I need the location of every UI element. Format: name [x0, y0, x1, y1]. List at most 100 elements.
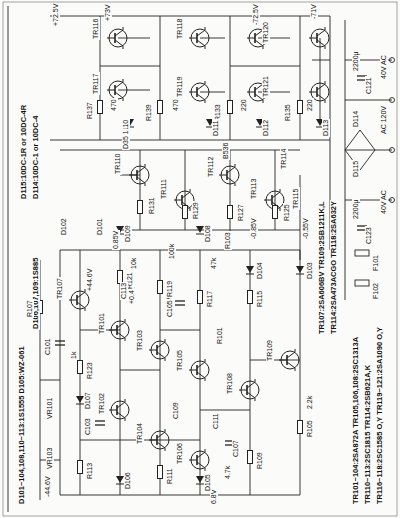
- part-label: D101: [96, 217, 104, 236]
- part-label: D113: [322, 119, 330, 137]
- part-label: TR101: [98, 312, 106, 335]
- part-label: +73V: [104, 3, 112, 22]
- part-label: R123: [86, 361, 94, 380]
- part-label: 40V AC: [380, 189, 388, 215]
- part-label: D105: [204, 473, 212, 492]
- parts-note: D114:10DC-1 or 10DC-4: [32, 115, 40, 200]
- part-label: 0.85V: [112, 230, 120, 250]
- part-label: TR108: [226, 372, 234, 395]
- part-label: D115: [352, 160, 360, 178]
- part-label: 10k: [130, 257, 138, 270]
- part-label: TR115: [292, 188, 300, 211]
- parts-note: TR110~113:2SC1815 TR114:2SB621A,K: [364, 364, 372, 505]
- part-label: -71V: [310, 3, 318, 20]
- part-label: C103: [84, 417, 92, 436]
- part-label: TR109: [266, 339, 274, 362]
- part-label: R103: [224, 231, 232, 250]
- part-label: D102: [60, 217, 68, 236]
- part-label: C109: [172, 401, 180, 420]
- part-label: TR121: [262, 75, 270, 98]
- part-label: R135: [284, 103, 292, 122]
- parts-note: D115:10DC-1R or 10DC-4R: [20, 104, 28, 200]
- part-label: R107: [26, 299, 34, 318]
- part-label: TR106: [176, 442, 184, 465]
- part-label: F102: [372, 282, 380, 300]
- part-label: R117: [206, 290, 214, 308]
- part-label: D108: [204, 224, 212, 243]
- part-label: D103: [306, 261, 314, 280]
- part-label: TR118: [176, 18, 184, 41]
- part-label: 220: [240, 98, 248, 112]
- part-label: TR107: [56, 277, 64, 300]
- part-label: TR114: [280, 148, 288, 171]
- parts-note: TR107:2SA606BV TR109:2SB1211K,L: [318, 200, 326, 335]
- part-label: R105: [306, 419, 314, 438]
- part-label: R131: [148, 196, 156, 215]
- part-label: AC 120V: [380, 105, 388, 135]
- part-label: R109: [256, 451, 264, 470]
- part-label: TR117: [92, 73, 100, 96]
- part-label: 2200μ: [352, 50, 360, 72]
- part-label: C121: [365, 76, 373, 95]
- part-label: VR101: [46, 397, 54, 420]
- part-label: TR103: [136, 329, 144, 352]
- part-label: TR120: [262, 21, 270, 44]
- part-label: +44.6V: [86, 268, 94, 292]
- part-label: -44.6V: [44, 475, 52, 498]
- part-label: 1k: [70, 351, 78, 360]
- part-label: C111: [212, 412, 220, 430]
- part-label: -72.5V: [252, 3, 260, 26]
- part-label: R115: [256, 290, 264, 308]
- parts-note: D101~104,108,110~113:1S1555 D105:WZ-061: [18, 345, 26, 505]
- part-label: D112: [262, 119, 270, 137]
- part-label: TR105: [176, 349, 184, 372]
- part-label: TR110: [114, 153, 122, 176]
- part-label: D114: [352, 110, 360, 128]
- parts-note: D106,107,109:1S885: [32, 257, 40, 330]
- part-label: D35 1: [122, 129, 130, 150]
- part-label: 470: [172, 98, 180, 112]
- part-label: VR103: [46, 447, 54, 470]
- part-label: R119: [166, 280, 174, 298]
- part-label: TR112: [207, 156, 215, 179]
- part-label: 4.7k: [224, 465, 232, 480]
- parts-note: TR101~104:2SA872A TR105,106,108:2SC1313A: [352, 336, 360, 505]
- part-label: R137: [86, 101, 94, 120]
- part-label: TR102: [98, 392, 106, 415]
- part-label: D109: [124, 224, 132, 243]
- part-label: C105: [166, 299, 174, 318]
- part-label: TR116: [92, 18, 100, 41]
- part-label: R111: [166, 467, 174, 485]
- part-label: R139: [145, 103, 153, 122]
- part-label: +72.5V: [52, 3, 60, 27]
- part-label: R113: [86, 462, 94, 480]
- part-label: 40V AC: [380, 54, 388, 80]
- part-label: 100k: [168, 243, 176, 260]
- part-label: D111: [212, 119, 220, 137]
- part-label: TR119: [176, 76, 184, 99]
- part-label: B536: [222, 142, 230, 160]
- part-label: TR113: [250, 178, 258, 201]
- part-label: 2.2k: [306, 395, 314, 410]
- part-label: TR111: [160, 178, 168, 200]
- part-label: D104: [256, 261, 264, 280]
- part-label: R101: [216, 326, 224, 345]
- part-label: C101: [44, 337, 52, 356]
- part-label: 220: [306, 98, 314, 112]
- part-label: D107: [84, 391, 92, 410]
- part-label: TR104: [136, 422, 144, 445]
- part-label: -0.55V: [302, 217, 310, 240]
- part-label: F101: [372, 254, 380, 272]
- part-label: 47k: [210, 257, 218, 270]
- part-label: 470: [110, 98, 118, 112]
- part-label: C123: [365, 226, 373, 245]
- part-label: D106: [124, 471, 132, 490]
- part-label: C113: [120, 282, 128, 300]
- part-label: C107: [232, 439, 240, 458]
- part-label: 2200μ: [352, 198, 360, 220]
- part-label: R129: [192, 201, 200, 220]
- part-label: -0.85V: [250, 217, 258, 240]
- part-label: R125: [283, 203, 291, 222]
